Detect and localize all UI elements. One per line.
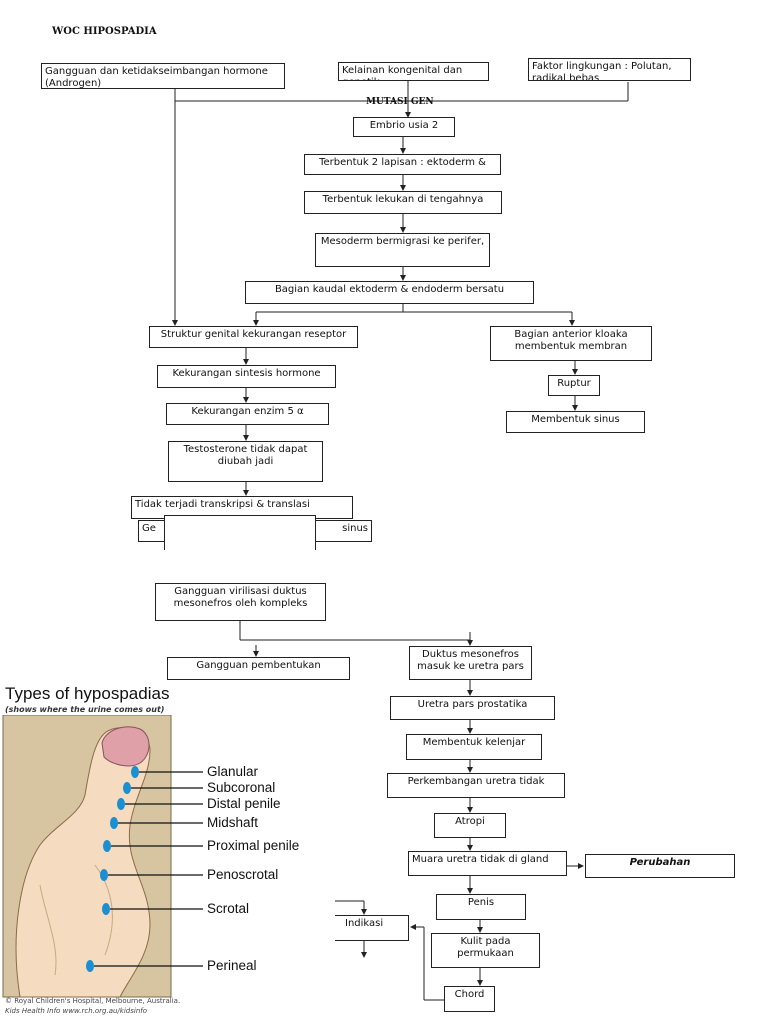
box-pembentukan: Gangguan pembentukan [167,657,350,680]
type-glanular: Glanular [207,764,259,779]
box-lekukan: Terbentuk lekukan di tengahnya [304,191,502,214]
box-muara: Muara uretra tidak di gland [408,851,567,876]
anatomy-drawing [2,715,203,998]
type-penoscrotal: Penoscrotal [207,867,279,882]
box-chord: Chord [444,986,495,1012]
marker-midshaft [110,817,118,829]
type-subcoronal: Subcoronal [207,780,276,795]
type-midshaft: Midshaft [207,815,259,830]
copyright-text: © Royal Children's Hospital, Melbourne, … [5,997,181,1005]
box-atropi: Atropi [434,813,506,838]
illustration-subtitle: (shows where the urine comes out) [5,705,165,714]
marker-scrotal [102,903,110,915]
box-struktur: Struktur genital kekurangan reseptor [149,326,358,348]
type-scrotal: Scrotal [207,901,250,916]
page-title: WOC HIPOSPADIA [52,26,157,37]
box-lingkungan: Faktor lingkungan : Polutan, radikal beb… [528,58,691,81]
box-mesoderm: Mesoderm bermigrasi ke perifer, [315,233,490,267]
marker-perineal [86,960,94,972]
box-kelenjar: Membentuk kelenjar [406,734,542,760]
marker-subcoronal [123,782,131,794]
type-proximal-penile: Proximal penile [207,838,300,853]
box-prostatika: Uretra pars prostatika [390,696,555,720]
illustration-title: Types of hypospadias [5,684,170,703]
type-distal-penile: Distal penile [207,796,281,811]
box-perkembangan: Perkembangan uretra tidak [387,773,565,798]
box-sinus: Membentuk sinus [506,411,645,433]
box-kongenital: Kelainan kongenital dan genetik [338,62,489,81]
box-ge: Ge [138,520,166,542]
source-text: Kids Health Info www.rch.org.au/kidsinfo [5,1007,148,1015]
opening-markers [86,766,139,972]
box-sintesis: Kekurangan sintesis hormone [157,365,336,388]
mutasi-gen-label: MUTASI GEN [366,97,434,107]
box-penis: Penis [436,894,526,920]
box-anterior: Bagian anterior kloaka membentuk membran [490,326,652,361]
box-sinus-fragment: sinus [300,520,372,542]
box-enzim: Kekurangan enzim 5 α [166,403,329,425]
box-lapisan: Terbentuk 2 lapisan : ektoderm & [304,154,501,175]
box-hormone: Gangguan dan ketidakseimbangan hormone (… [41,63,285,89]
box-kulit: Kulit pada permukaan [431,933,540,968]
marker-distal-penile [117,798,125,810]
marker-penoscrotal [100,869,108,881]
blank-overlay-box [164,515,316,550]
type-perineal: Perineal [207,958,257,973]
box-embrio: Embrio usia 2 [353,117,455,137]
box-duktus: Duktus mesonefros masuk ke uretra pars [409,646,532,680]
box-kaudal: Bagian kaudal ektoderm & endoderm bersat… [245,281,534,304]
box-ruptur: Ruptur [548,375,600,396]
box-testosterone: Testosterone tidak dapat diubah jadi [168,441,323,482]
box-virilisasi: Gangguan virilisasi duktus mesonefros ol… [155,583,326,621]
marker-proximal-penile [103,840,111,852]
box-perubahan: Perubahan [585,854,735,878]
marker-glanular [131,766,139,778]
